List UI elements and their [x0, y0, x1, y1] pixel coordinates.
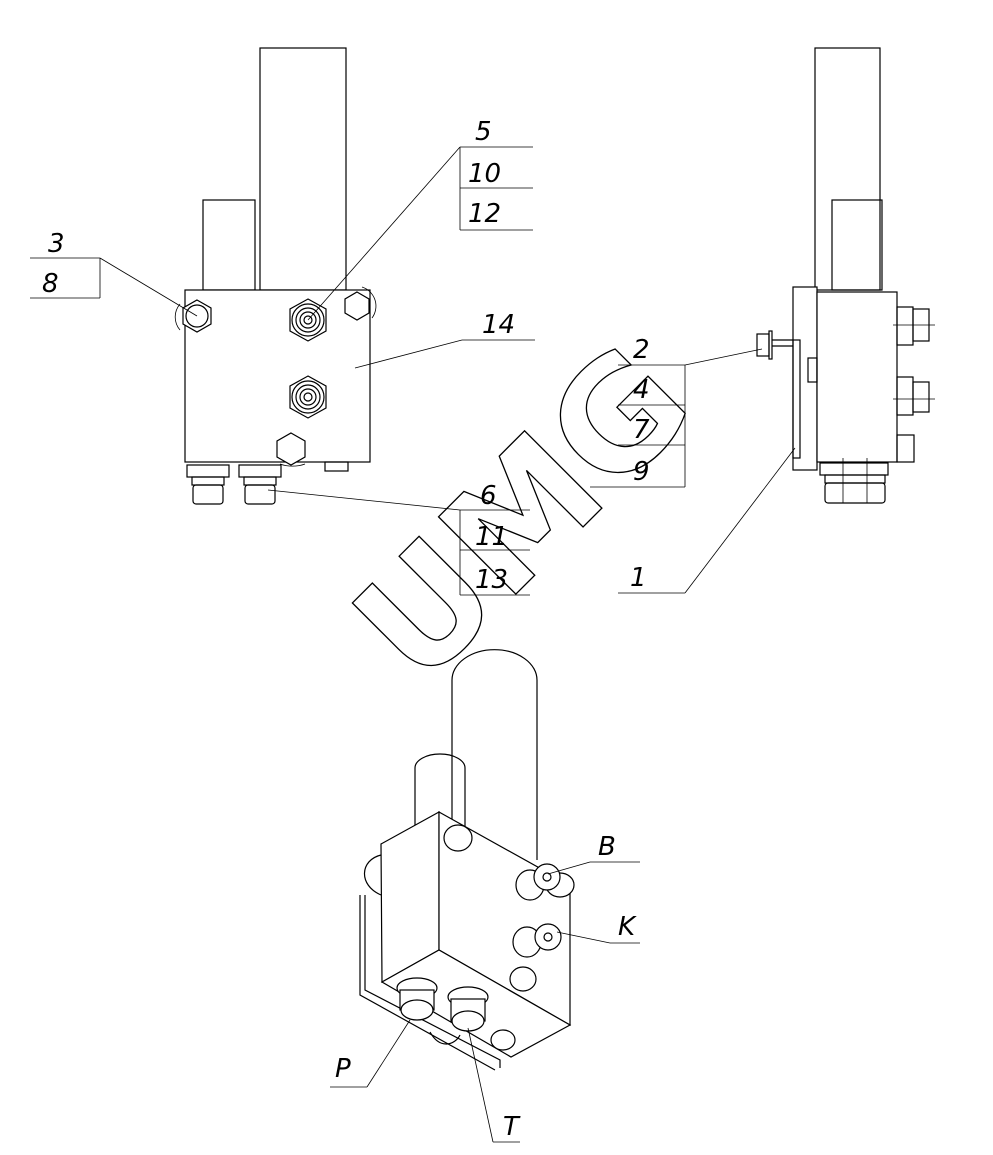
side-cylinder-short [831, 199, 883, 291]
watermark-logo: UMG [322, 314, 724, 716]
side-bottom-fittings [819, 458, 889, 504]
callout-label: 3 [48, 229, 65, 259]
callout-label: 9 [633, 457, 650, 487]
port-label: B [598, 832, 616, 862]
callout-label: 12 [468, 199, 501, 229]
port-label: T [503, 1112, 521, 1142]
bolt-hex-icon [174, 299, 212, 333]
callout-2-4-7-9: 2 4 7 9 [590, 335, 763, 488]
callout-5-10-12: 5 10 12 [307, 117, 533, 321]
callout-6-11-13: 6 11 13 [267, 481, 530, 596]
front-pin [324, 461, 349, 472]
bottom-fitting-icon [238, 464, 282, 505]
front-valve-block [184, 289, 371, 463]
side-cylinder-tall [814, 47, 881, 291]
side-plug [896, 434, 915, 463]
front-view [174, 47, 377, 505]
port-k-fitting-icon [512, 923, 562, 958]
callout-label: 11 [475, 522, 508, 552]
callout-label: 13 [475, 565, 508, 595]
port-callout-t: T [467, 1027, 521, 1143]
callout-1: 1 [618, 447, 796, 594]
iso-cylinder-tall [451, 649, 538, 860]
callout-label: 2 [633, 335, 650, 365]
callout-label: 7 [633, 415, 650, 445]
isometric-view [359, 649, 575, 1071]
callout-label: 10 [468, 159, 501, 189]
port-callout-b: B [547, 832, 640, 875]
callout-14: 14 [354, 310, 535, 369]
iso-pin [490, 1029, 516, 1051]
port-b-fitting-icon [515, 863, 575, 901]
front-cylinder-short [202, 199, 256, 291]
iso-cylinder-short [414, 753, 466, 830]
side-view [756, 47, 935, 504]
front-cylinder-tall [259, 47, 347, 291]
bolt-hex-icon [443, 824, 473, 852]
fitting-icon [289, 375, 327, 419]
callout-label: 4 [633, 375, 650, 405]
bolt-hex-icon [276, 432, 306, 467]
bolt-hex-icon [344, 286, 377, 321]
side-fitting-icon [893, 306, 935, 346]
port-callout-p: P [330, 1019, 411, 1088]
callout-label: 5 [475, 117, 492, 147]
iso-side-boss [364, 854, 382, 896]
callout-label: 14 [482, 310, 515, 340]
port-label: K [618, 912, 637, 942]
callout-label: 1 [630, 563, 647, 593]
port-callout-k: K [556, 912, 640, 944]
port-p-fitting-icon [396, 977, 438, 1021]
bottom-fitting-icon [186, 464, 230, 505]
port-t-fitting-icon [447, 986, 489, 1032]
callout-label: 6 [480, 481, 497, 511]
port-label: P [335, 1054, 351, 1084]
side-bolt-icon [756, 330, 793, 360]
bolt-hex-icon [509, 966, 537, 992]
callout-3-8: 3 8 [30, 229, 198, 317]
callout-label: 8 [42, 269, 59, 299]
side-fitting-icon [893, 376, 935, 416]
mounting-plate [792, 286, 818, 471]
side-valve-block [816, 291, 898, 463]
iso-plate-edge [364, 895, 501, 1068]
